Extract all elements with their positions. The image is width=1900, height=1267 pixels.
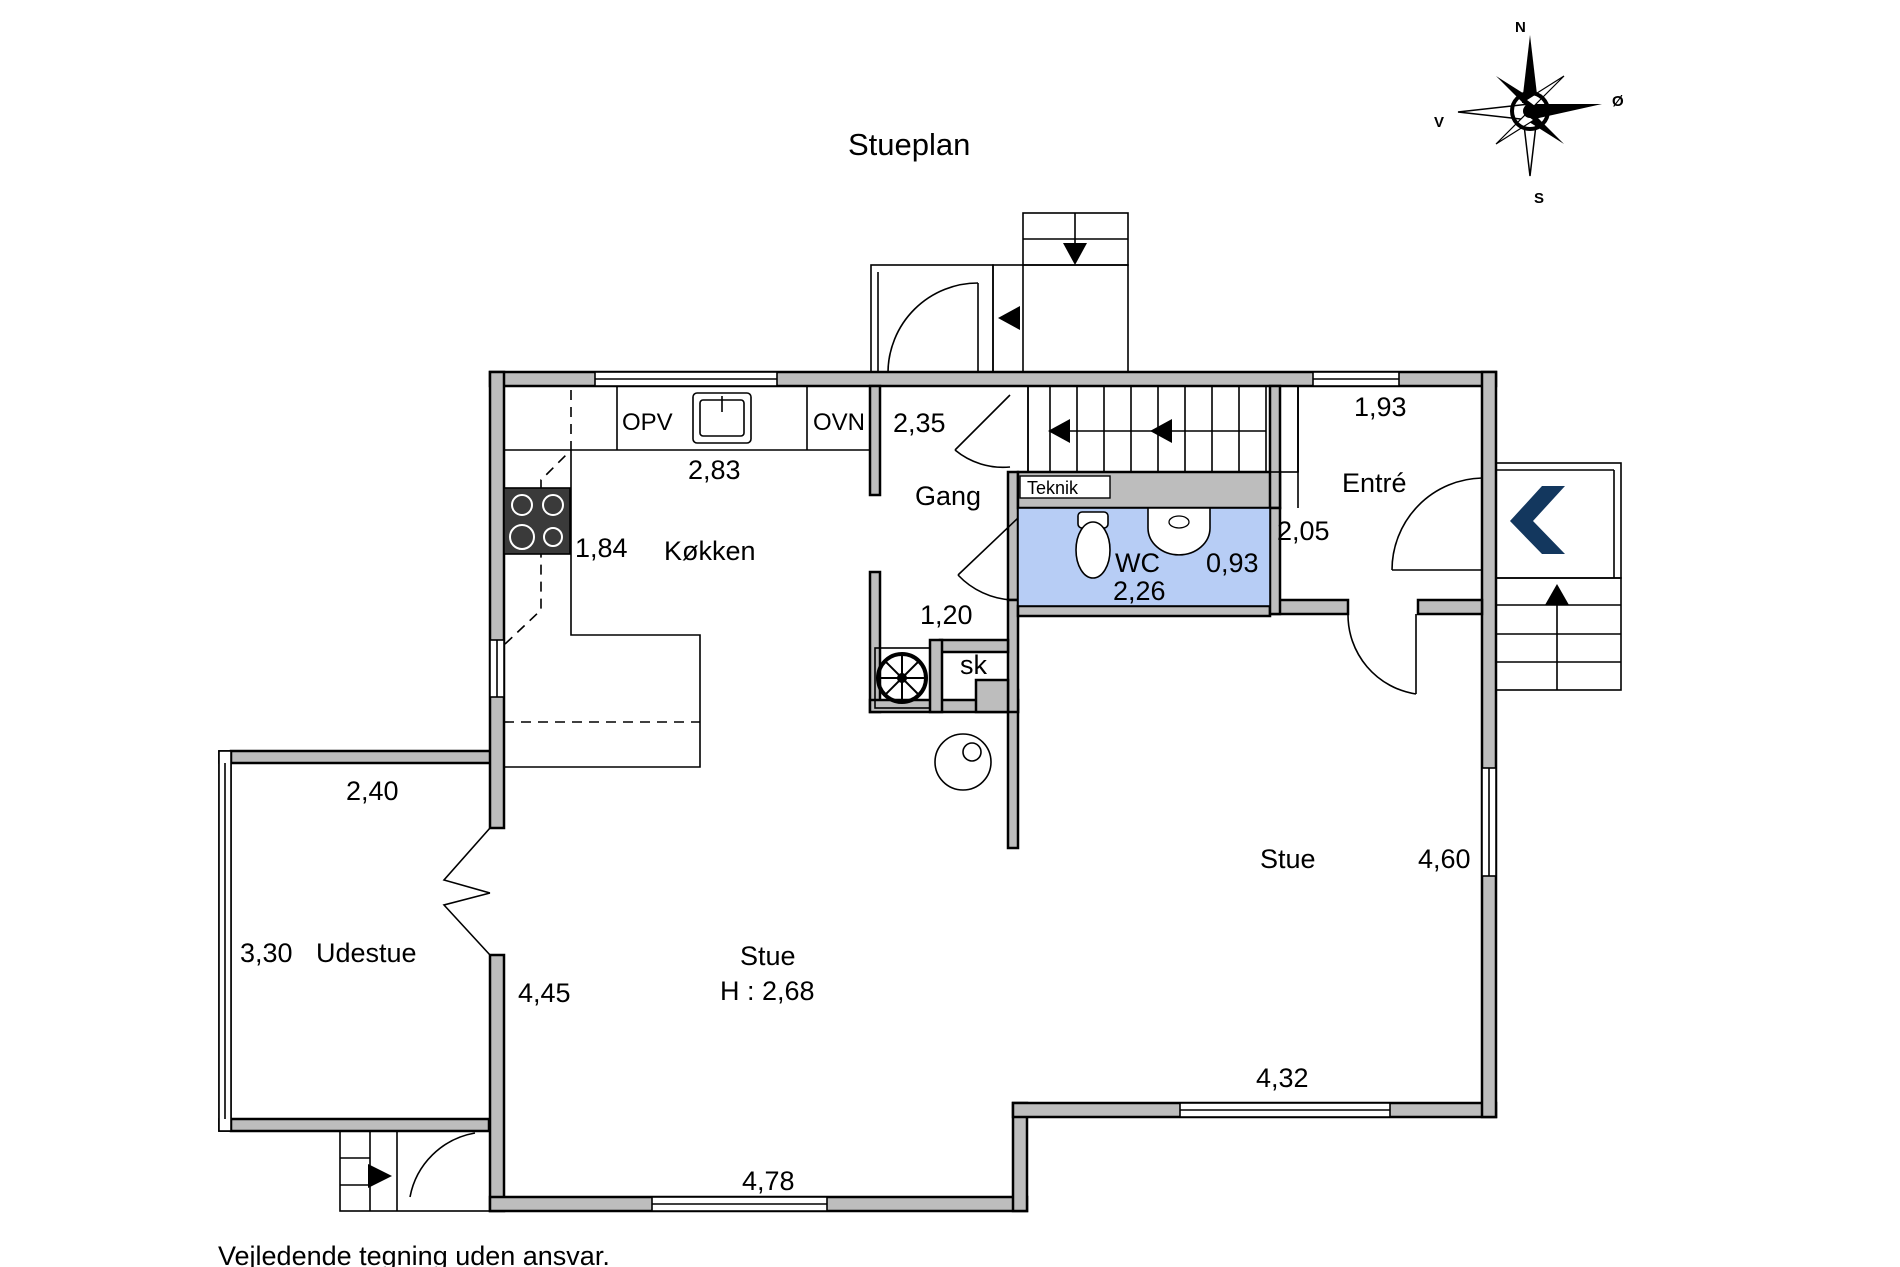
fixture-oven: OVN <box>813 409 865 436</box>
fixture-dishwasher: OPV <box>622 409 673 436</box>
compass-icon: N S Ø V <box>1434 19 1624 207</box>
compass-north: N <box>1515 19 1526 36</box>
windows <box>489 371 1497 1212</box>
dim-living-bottom-right: 4,32 <box>1256 1063 1309 1093</box>
room-living-main: Stue <box>740 941 796 971</box>
disclaimer: Vejledende tegning uden ansvar. <box>218 1241 610 1267</box>
compass-west: V <box>1434 114 1444 131</box>
dim-entry-side: 2,05 <box>1277 516 1330 546</box>
dim-sunroom-depth: 3,30 <box>240 938 293 968</box>
room-living-right: Stue <box>1260 844 1316 874</box>
front-steps <box>1492 462 1622 691</box>
stove-icon <box>874 647 931 709</box>
dim-entry-top: 1,93 <box>1354 392 1407 422</box>
dim-kitchen-top: 2,35 <box>893 408 946 438</box>
round-fixture-icon <box>934 733 992 791</box>
sunroom-steps <box>339 1130 491 1212</box>
dim-kitchen-counter: 2,83 <box>688 455 741 485</box>
compass-east: Ø <box>1612 93 1624 110</box>
dim-living-right-side: 4,60 <box>1418 844 1471 874</box>
washbasin-icon <box>1147 507 1211 556</box>
dim-wc-depth: 0,93 <box>1206 548 1259 578</box>
entrance-arrow-icon <box>1510 486 1565 554</box>
room-hall: Gang <box>915 481 981 511</box>
dim-living-bottom: 4,78 <box>742 1166 795 1196</box>
room-kitchen: Køkken <box>664 536 756 566</box>
technical-label: Teknik <box>1027 478 1079 498</box>
room-entry: Entré <box>1342 468 1407 498</box>
room-closet: sk <box>960 650 988 680</box>
technical-box <box>1019 475 1111 499</box>
dim-hall-width: 1,20 <box>920 600 973 630</box>
toilet-icon <box>1075 511 1111 579</box>
dim-wc-width: 2,26 <box>1113 576 1166 606</box>
wc-room <box>1017 507 1271 607</box>
page-title: Stueplan <box>848 127 970 162</box>
doors <box>442 394 1483 956</box>
room-sunroom: Udestue <box>316 938 417 968</box>
staircase <box>1027 385 1299 508</box>
kitchen-counter <box>503 386 870 768</box>
back-steps <box>870 212 1129 373</box>
dim-sunroom-width: 2,40 <box>346 776 399 806</box>
dim-kitchen-side: 1,84 <box>575 533 628 563</box>
sink-icon <box>692 392 752 444</box>
room-wc: WC <box>1115 548 1160 578</box>
compass-south: S <box>1534 190 1544 207</box>
dim-living-left: 4,45 <box>518 978 571 1008</box>
room-living-height: H : 2,68 <box>720 976 815 1006</box>
